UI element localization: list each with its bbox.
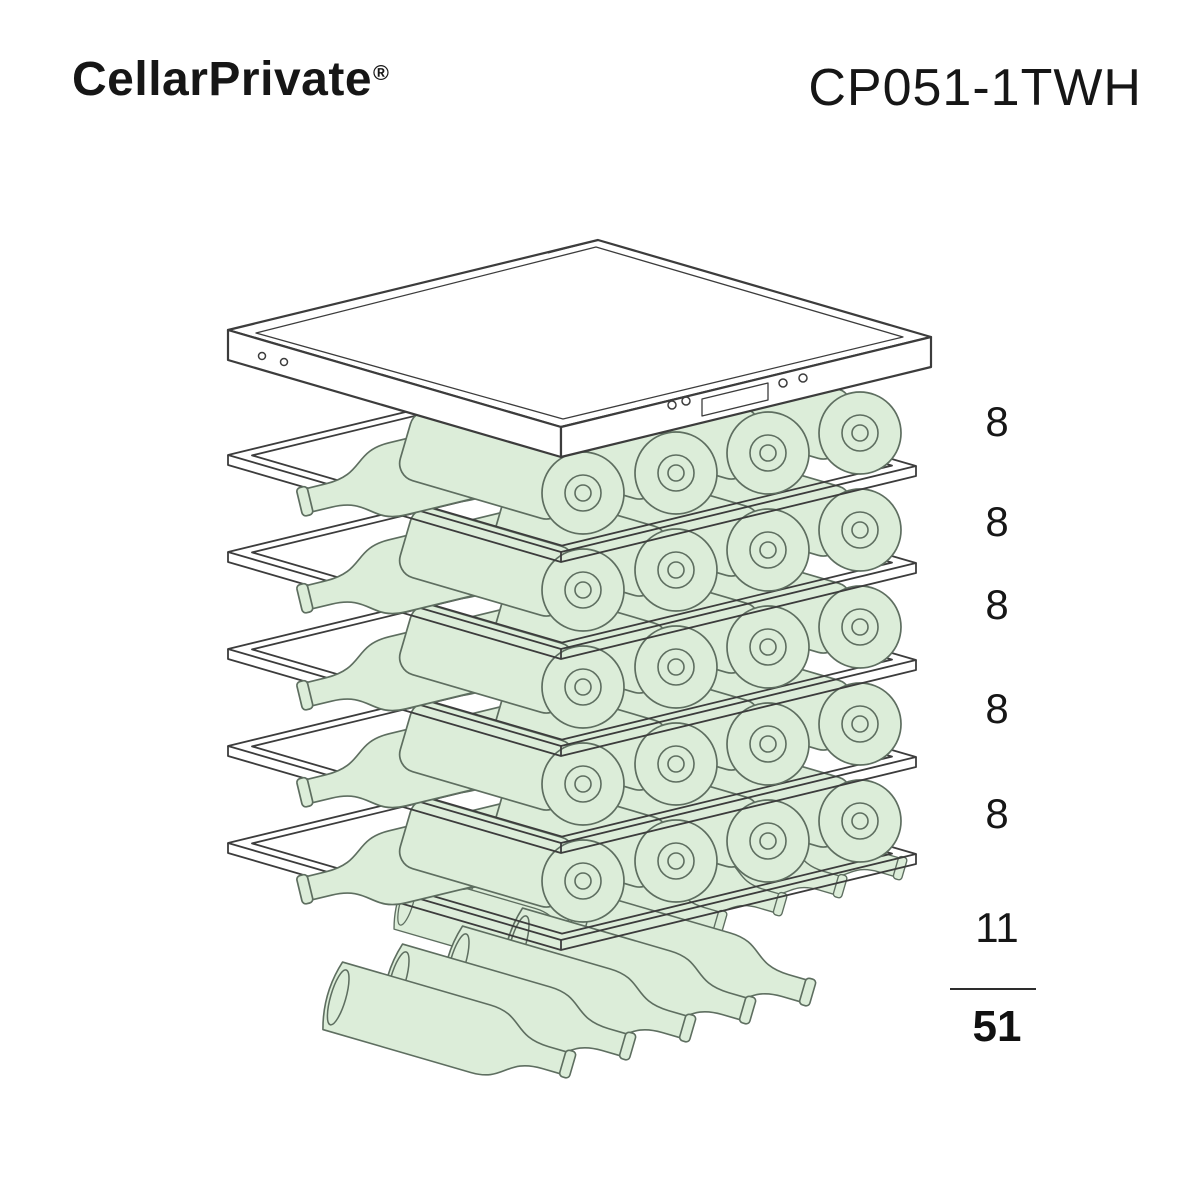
- control-panel: [667, 373, 808, 417]
- total-divider: [950, 988, 1036, 990]
- hinge-screw-icon: [257, 351, 267, 361]
- shelf-count-5: 8: [985, 790, 1009, 837]
- shelf-count-3: 8: [985, 581, 1009, 628]
- panel-button-icon: [667, 400, 677, 410]
- registered-trademark: ®: [373, 60, 390, 85]
- shelf-count-6: 11: [975, 904, 1019, 951]
- brand-logo: CellarPrivate®: [72, 52, 390, 107]
- shelf-count-1: 8: [985, 398, 1009, 445]
- shelf-count-4: 8: [985, 685, 1009, 732]
- hinge-screw-icon: [279, 357, 289, 367]
- model-number: CP051-1TWH: [808, 59, 1142, 117]
- panel-button-icon: [798, 373, 808, 383]
- total-capacity: 51: [972, 1002, 1022, 1051]
- cooler-cabinet: [226, 238, 933, 459]
- panel-button-icon: [681, 396, 691, 406]
- panel-button-icon: [778, 378, 788, 388]
- shelf-count-2: 8: [985, 498, 1009, 545]
- brand-name: CellarPrivate: [72, 53, 373, 106]
